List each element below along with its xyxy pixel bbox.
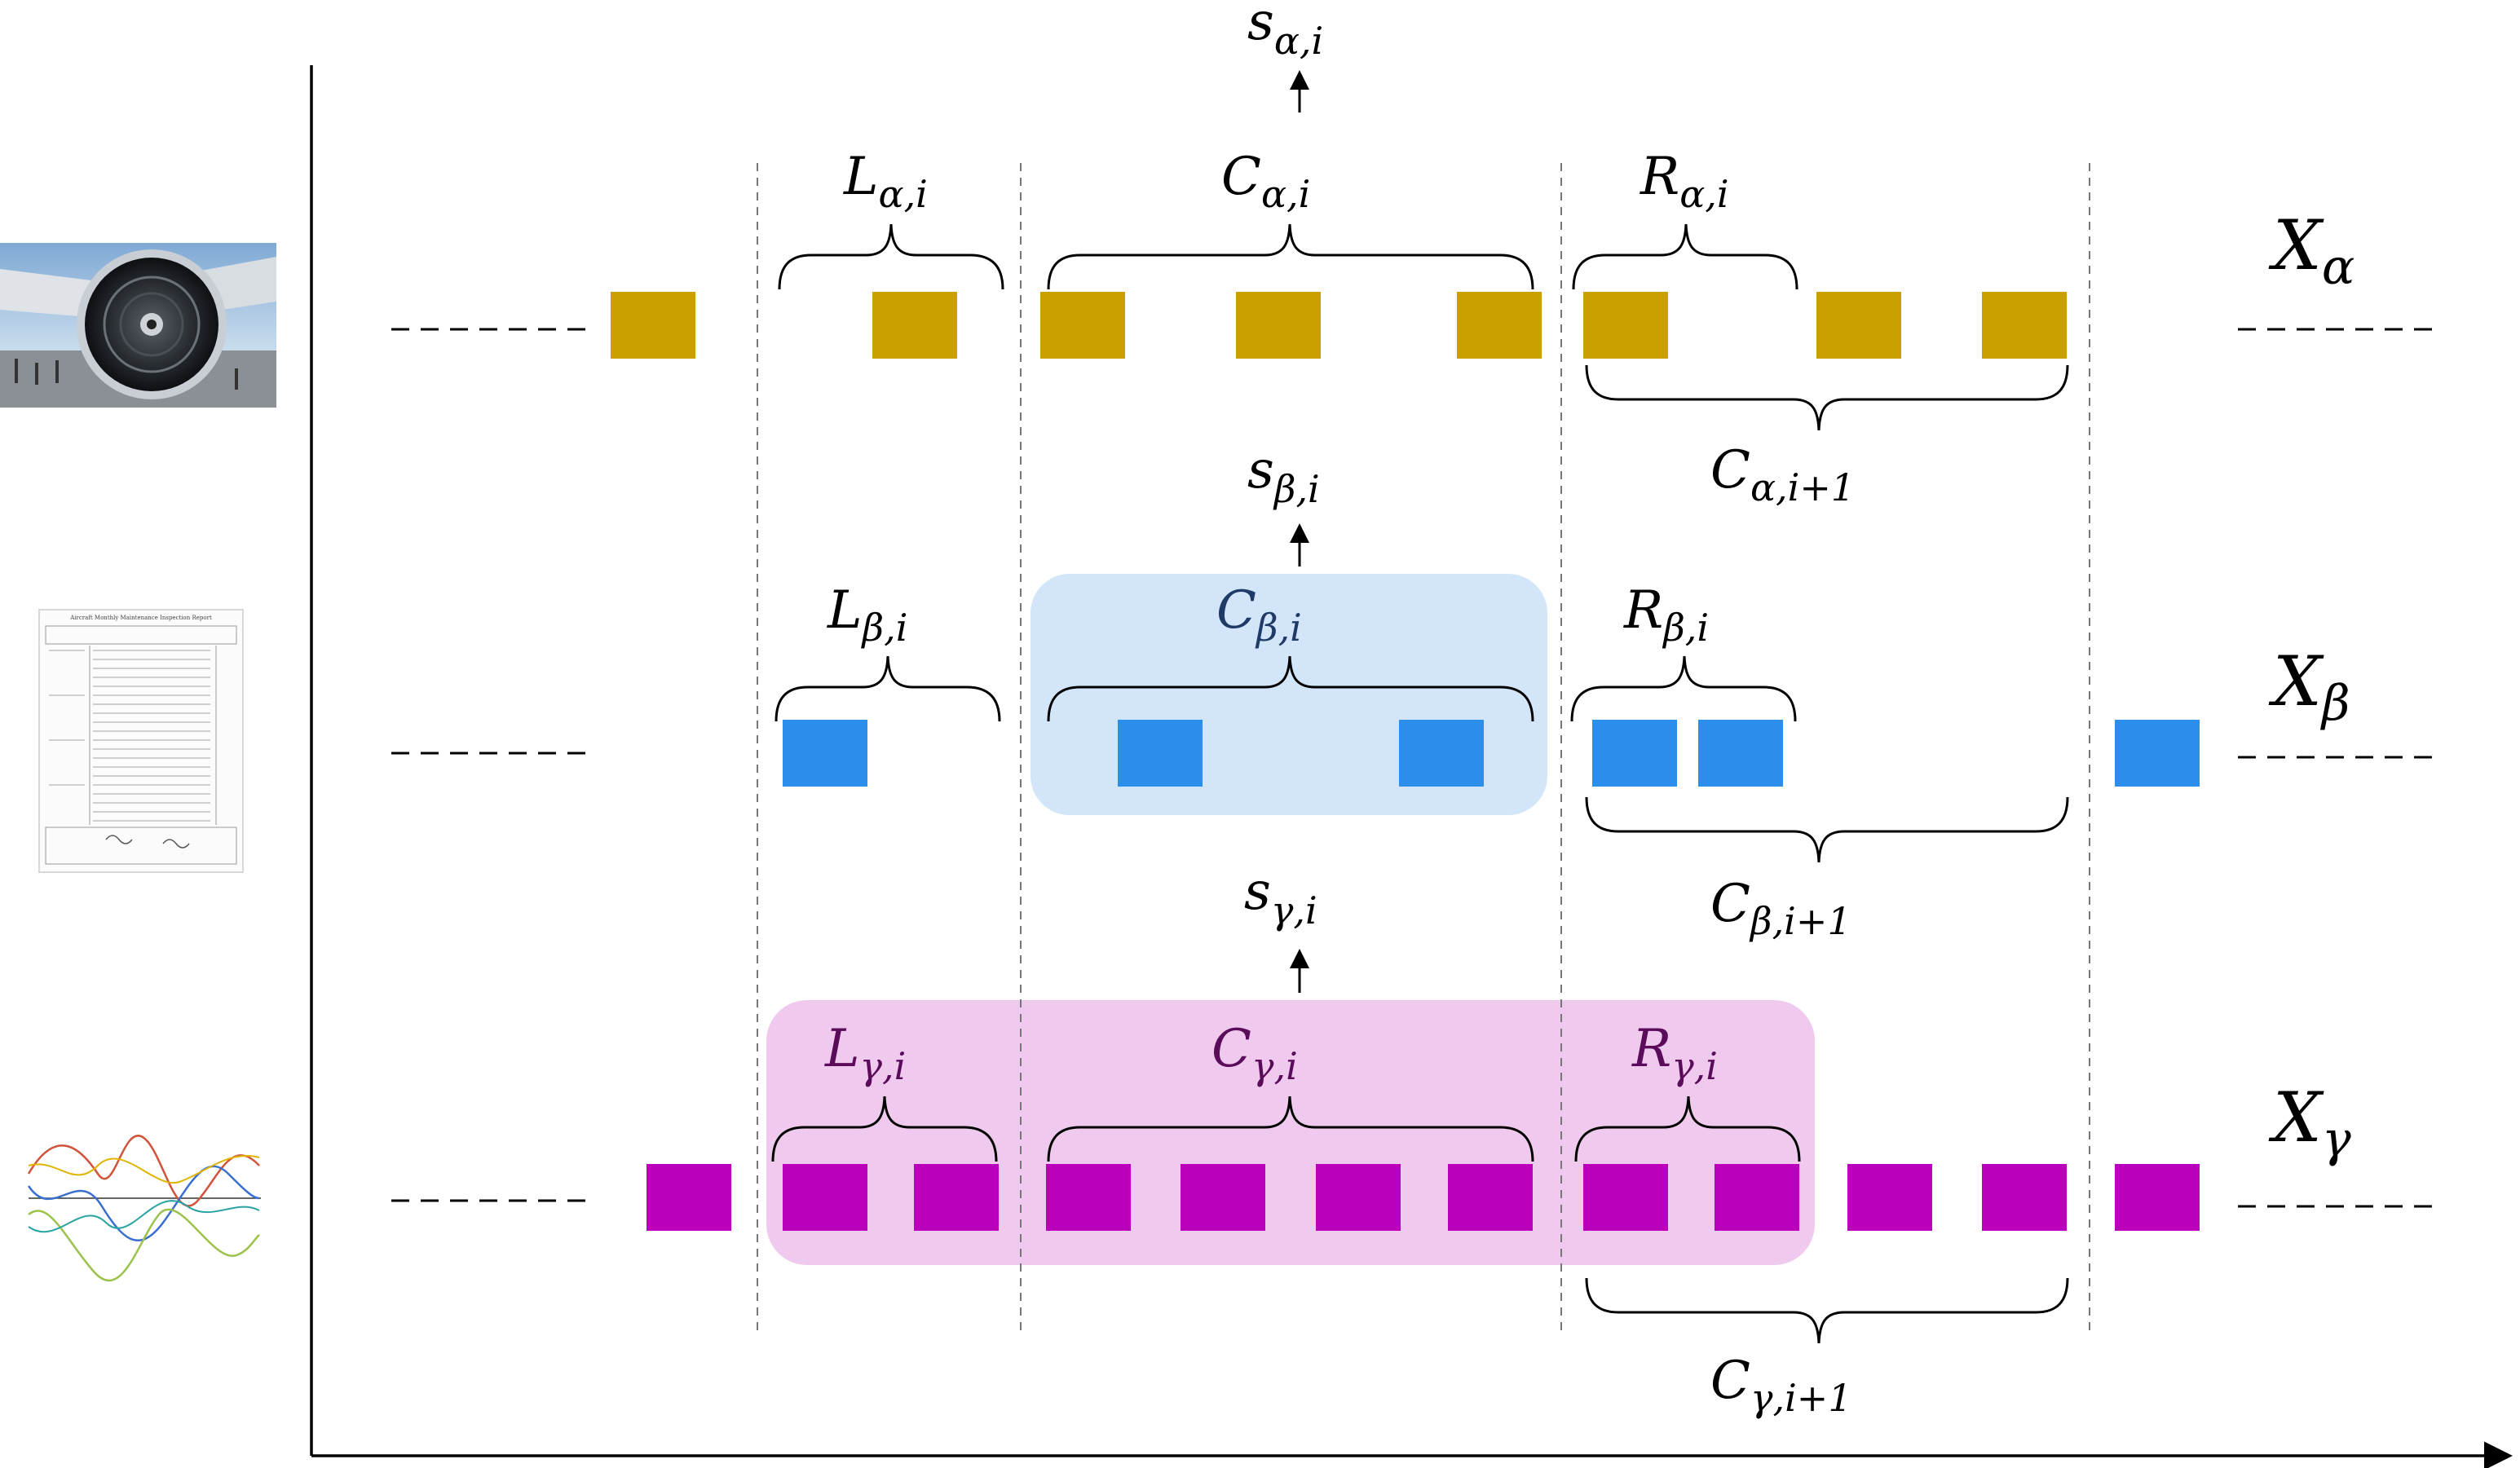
gamma-left-label: Lγ,i	[824, 1019, 906, 1088]
beta-token	[1118, 720, 1203, 787]
gamma-next-brace	[1585, 1277, 2069, 1344]
gamma-window-highlight	[766, 1000, 1815, 1265]
beta-next-brace	[1585, 796, 2069, 863]
alpha-token	[1040, 292, 1125, 359]
gamma-left-brace	[771, 1095, 998, 1162]
beta-center-brace	[1047, 655, 1534, 722]
gamma-next-label: Cγ,i+1	[1710, 1351, 1852, 1420]
alpha-token	[1816, 292, 1901, 359]
beta-center-label: Cβ,i	[1216, 580, 1302, 650]
alpha-token	[872, 292, 957, 359]
beta-summary-label: sβ,i	[1247, 440, 1320, 511]
alpha-token	[611, 292, 695, 359]
maintenance-report-icon: Aircraft Monthly Maintenance Inspection …	[38, 609, 244, 873]
beta-token	[1592, 720, 1677, 787]
sensor-signal-icon	[27, 1135, 261, 1282]
alpha-summary-label: sα,i	[1247, 0, 1323, 63]
gamma-token	[647, 1164, 731, 1231]
beta-token	[2115, 720, 2200, 787]
alpha-token	[1982, 292, 2067, 359]
beta-token	[783, 720, 867, 787]
gamma-token	[1181, 1164, 1265, 1231]
gamma-token	[1583, 1164, 1668, 1231]
gamma-token	[1316, 1164, 1401, 1231]
alpha-right-label: Rα,i	[1640, 147, 1729, 216]
gamma-summary-label: sγ,i	[1244, 862, 1317, 932]
beta-tokens	[783, 720, 2200, 787]
gamma-right-brace	[1574, 1095, 1801, 1162]
beta-left-label: Lβ,i	[827, 580, 907, 650]
alpha-token	[1457, 292, 1542, 359]
gamma-tokens	[647, 1164, 2200, 1231]
alpha-right-brace	[1572, 223, 1798, 290]
alpha-token	[1583, 292, 1668, 359]
gamma-center-brace	[1047, 1095, 1534, 1162]
beta-token	[1698, 720, 1783, 787]
alpha-token	[1236, 292, 1321, 359]
alpha-next-brace	[1585, 364, 2069, 431]
jet-engine-icon	[0, 243, 276, 408]
beta-token	[1399, 720, 1484, 787]
gamma-token	[2115, 1164, 2200, 1231]
beta-next-label: Cβ,i+1	[1710, 874, 1851, 943]
alpha-tokens	[611, 292, 2067, 359]
report-title: Aircraft Monthly Maintenance Inspection …	[69, 615, 212, 621]
gamma-token	[783, 1164, 867, 1231]
gamma-token	[1448, 1164, 1533, 1231]
beta-series-label: Xβ	[2268, 641, 2350, 732]
alpha-center-label: Cα,i	[1221, 147, 1310, 216]
beta-left-brace	[775, 655, 1001, 722]
gamma-center-label: Cγ,i	[1211, 1019, 1298, 1088]
gamma-token	[1046, 1164, 1131, 1231]
alpha-left-label: Lα,i	[843, 147, 928, 216]
gamma-series-label: Xγ	[2268, 1078, 2351, 1168]
gamma-token	[914, 1164, 999, 1231]
beta-right-label: Rβ,i	[1623, 580, 1709, 650]
beta-right-brace	[1570, 655, 1797, 722]
alpha-series-label: Xα	[2268, 205, 2355, 296]
alpha-next-label: Cα,i+1	[1710, 440, 1855, 509]
alpha-left-brace	[778, 223, 1004, 290]
gamma-token	[1715, 1164, 1799, 1231]
gamma-right-label: Rγ,i	[1631, 1019, 1718, 1088]
alpha-center-brace	[1047, 223, 1534, 290]
gamma-token	[1982, 1164, 2067, 1231]
gamma-token	[1847, 1164, 1932, 1231]
